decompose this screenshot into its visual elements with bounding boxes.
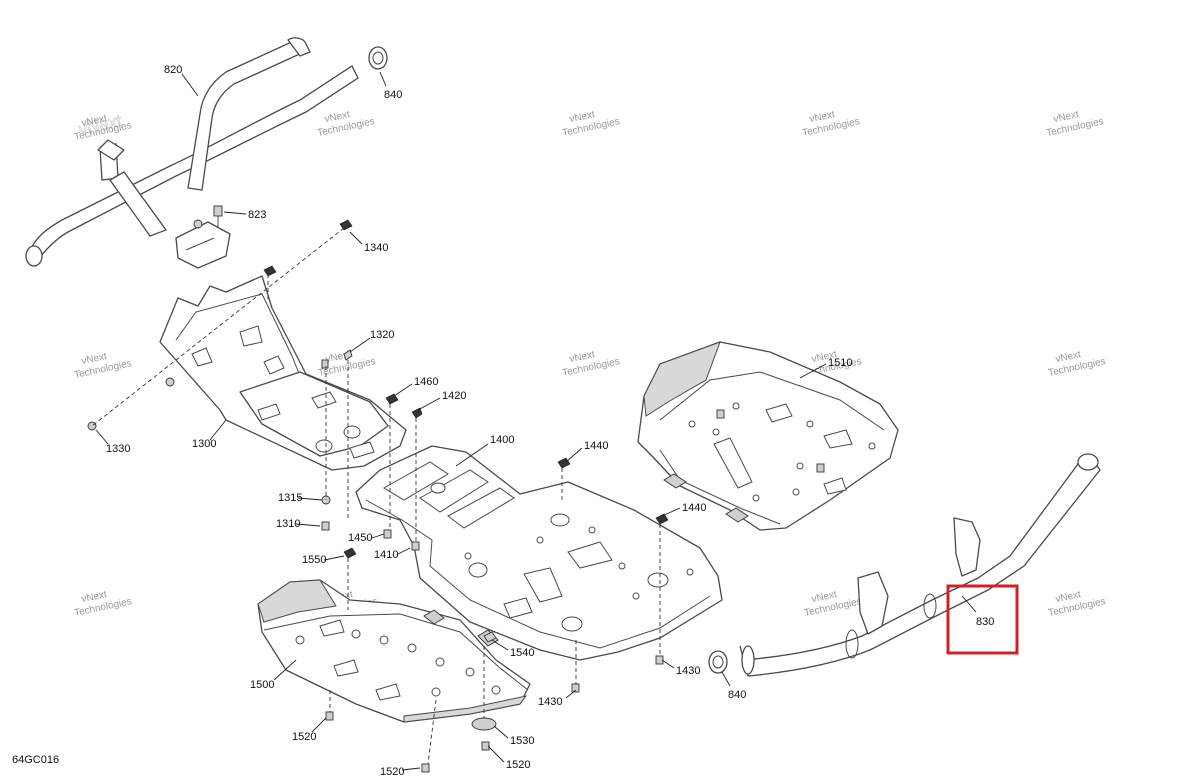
svg-text:vNext: vNext <box>811 349 839 365</box>
watermark: vNext Technologies <box>561 109 620 139</box>
nut-upper-1300 <box>263 265 277 277</box>
nut-1550 <box>343 547 357 559</box>
callout-840-bottom: 840 <box>728 689 746 701</box>
highlight-box-830 <box>946 584 1019 655</box>
leader-lines <box>95 71 977 771</box>
bolt-1430-a <box>655 655 664 665</box>
nut-1420 <box>411 407 423 419</box>
nut-1540 <box>483 631 497 643</box>
watermark: vNext Technologies <box>1047 349 1106 379</box>
callout-labels: 820 840 823 1340 1320 1460 1420 1330 130… <box>12 64 994 778</box>
fastener-1330 <box>87 421 97 431</box>
washer-1530 <box>471 717 497 731</box>
end-cap-840-bottom[interactable] <box>708 650 728 674</box>
callout-1310: 1310 <box>276 518 300 530</box>
callout-1440-b: 1440 <box>682 502 706 514</box>
callout-1540: 1540 <box>510 647 534 659</box>
watermark: vNext Technologies <box>73 351 132 381</box>
callout-1330: 1330 <box>106 443 130 455</box>
callout-1340: 1340 <box>364 242 388 254</box>
skid-plate-1510[interactable] <box>637 341 899 531</box>
fasteners <box>87 219 669 773</box>
callout-1420: 1420 <box>442 390 466 402</box>
callout-823: 823 <box>248 209 266 221</box>
callout-1520-a: 1520 <box>292 731 316 743</box>
watermark: vNext Technologies <box>1045 109 1104 139</box>
bolt-1410 <box>411 541 420 551</box>
callout-1460: 1460 <box>414 376 438 388</box>
front-bumper-tube-820[interactable] <box>25 37 359 269</box>
callout-1510: 1510 <box>828 357 852 369</box>
svg-text:vNext: vNext <box>569 349 597 365</box>
callout-1320: 1320 <box>370 329 394 341</box>
watermark: vNext Technologies <box>73 589 132 619</box>
nut-1440-b <box>655 513 669 525</box>
callout-820: 820 <box>164 64 182 76</box>
skid-plate-1500[interactable] <box>257 579 531 723</box>
fastener-1320b <box>321 359 329 369</box>
nut-1340 <box>339 219 353 231</box>
rear-bumper-tube-830[interactable] <box>739 453 1101 677</box>
callout-1315: 1315 <box>278 492 302 504</box>
nut-1460 <box>385 393 399 405</box>
svg-text:vNext: vNext <box>81 589 109 605</box>
assembly-lines <box>91 227 661 765</box>
callout-1530: 1530 <box>510 735 534 747</box>
callout-1430-a: 1430 <box>676 665 700 677</box>
bolt-1520-a <box>325 711 334 721</box>
watermark: vNext Technologies <box>316 109 375 139</box>
watermark: vNext vNext Technologies <box>73 111 132 143</box>
watermark: vNext Technologies <box>803 589 862 619</box>
callout-1440-a: 1440 <box>584 440 608 452</box>
callout-1400: 1400 <box>490 434 514 446</box>
end-cap-840-top[interactable] <box>368 46 388 70</box>
svg-text:vNext: vNext <box>811 589 839 605</box>
callout-1520-b: 1520 <box>380 766 404 778</box>
callout-830: 830 <box>976 616 994 628</box>
svg-text:vNext: vNext <box>81 351 109 367</box>
bolt-1310 <box>321 521 330 531</box>
svg-text:vNext: vNext <box>809 109 837 125</box>
callout-1450: 1450 <box>348 532 372 544</box>
callout-1410: 1410 <box>374 549 398 561</box>
watermark: vNext Technologies <box>561 349 620 379</box>
center-skid-plate-1400[interactable] <box>355 445 723 661</box>
callout-1520-c: 1520 <box>506 759 530 771</box>
bolt-1450 <box>383 529 392 539</box>
callout-840-top: 840 <box>384 89 402 101</box>
bolt-1520-b <box>421 763 430 773</box>
callout-1430-b: 1430 <box>538 696 562 708</box>
svg-text:vNext: vNext <box>81 113 109 129</box>
nut-1440-a <box>557 457 571 469</box>
callout-1550: 1550 <box>302 554 326 566</box>
fastener-1320 <box>343 349 353 361</box>
callout-1500: 1500 <box>250 679 274 691</box>
svg-text:vNext: vNext <box>569 109 597 125</box>
watermark: vNext Technologies <box>801 109 860 139</box>
watermark: vNext Technologies <box>1047 589 1106 619</box>
svg-text:vNext: vNext <box>1055 589 1083 605</box>
bolt-823[interactable] <box>213 205 223 228</box>
svg-text:vNext: vNext <box>1053 109 1081 125</box>
svg-text:vNext: vNext <box>1055 349 1083 365</box>
callout-1300: 1300 <box>192 438 216 450</box>
bolt-1430-b <box>571 683 580 693</box>
bolt-1520-c <box>481 741 490 751</box>
diagram-code: 64GC016 <box>12 754 59 766</box>
fastener-left-1300 <box>165 377 175 387</box>
svg-text:vNext: vNext <box>324 109 352 125</box>
